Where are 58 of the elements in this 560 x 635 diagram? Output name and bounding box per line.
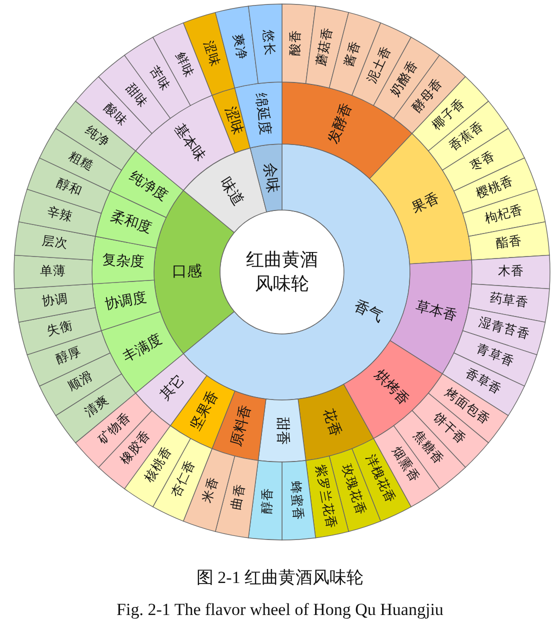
segment-label: 绵延度 (252, 92, 272, 136)
segment-label: 清爽 (82, 393, 112, 420)
segment-label: 丰满度 (120, 332, 165, 366)
segment-label: 湿青苔香 (476, 316, 531, 342)
segment-label: 醇和 (54, 176, 84, 199)
segment-label: 爽净 (230, 33, 248, 62)
segment-label: 樱桃香 (474, 174, 516, 202)
figure-caption: Fig. 2-1 The flavor wheel of Hong Qu Huangjiu (116, 600, 444, 619)
segment-label: 酸香 (288, 30, 304, 57)
segment-label: 纯净度 (126, 169, 170, 205)
figure-caption: 图 2-1 红曲黄酒风味轮 (196, 568, 364, 587)
segment-label: 蘑菇香 (314, 26, 336, 68)
segment-label: 基本味 (170, 122, 208, 165)
segment-label: 烘烤香 (370, 367, 411, 408)
segment-label: 曲香 (230, 482, 248, 511)
segment-label: 紫罗兰花香 (312, 464, 338, 530)
segment-label: 涩味 (221, 105, 244, 136)
segment-label: 醇香 (260, 487, 276, 514)
segment-label: 草本香 (414, 298, 458, 324)
segment-label: 失衡 (46, 319, 74, 339)
segment-label: 原料香 (230, 404, 256, 448)
segment-label: 醇厚 (54, 345, 84, 368)
segment-label: 复杂度 (102, 253, 145, 272)
segment-label: 协调 (41, 292, 69, 310)
wheel-title: 红曲黄酒风味轮 (245, 248, 319, 296)
segment-label: 烟熏香 (389, 445, 421, 486)
segment-label: 粗糙 (66, 149, 96, 174)
segment-label: 坚果香 (188, 389, 222, 434)
segment-label: 香草香 (462, 366, 504, 398)
segment-label: 蜂蜜香 (288, 480, 304, 520)
segment-label: 口感 (172, 264, 202, 280)
segment-label: 酯香 (495, 234, 523, 252)
segment-label: 枸杞香 (483, 204, 524, 227)
segment-label: 苦味 (147, 64, 172, 94)
segment-label: 青草香 (474, 342, 516, 370)
segment-label: 香气 (350, 298, 386, 326)
segment-label: 涩味 (200, 40, 222, 69)
segment-label: 甜香 (274, 417, 290, 445)
segment-label: 药草香 (488, 291, 530, 310)
segment-label: 米香 (200, 475, 222, 504)
segment-label: 顺滑 (66, 370, 96, 395)
segment-label: 花香 (319, 408, 343, 439)
segment-label: 悠长 (260, 30, 276, 57)
segment-label: 辛辣 (46, 205, 74, 225)
segment-label: 余味 (260, 162, 280, 194)
segment-label: 柔和度 (108, 209, 154, 237)
segment-label: 酱香 (342, 40, 364, 69)
segment-label: 鲜味 (172, 50, 196, 80)
segment-label: 其它 (158, 372, 188, 404)
segment-label: 单薄 (40, 265, 66, 279)
segment-label: 果香 (410, 191, 442, 218)
segment-label: 层次 (41, 234, 69, 252)
segment-label: 枣香 (468, 149, 498, 174)
segment-label: 协调度 (104, 290, 148, 314)
segment-label: 发酵香 (326, 102, 356, 147)
segment-label: 玫瑰花香 (338, 462, 368, 517)
segment-label: 味道 (216, 174, 246, 209)
segment-label: 木香 (498, 265, 524, 279)
